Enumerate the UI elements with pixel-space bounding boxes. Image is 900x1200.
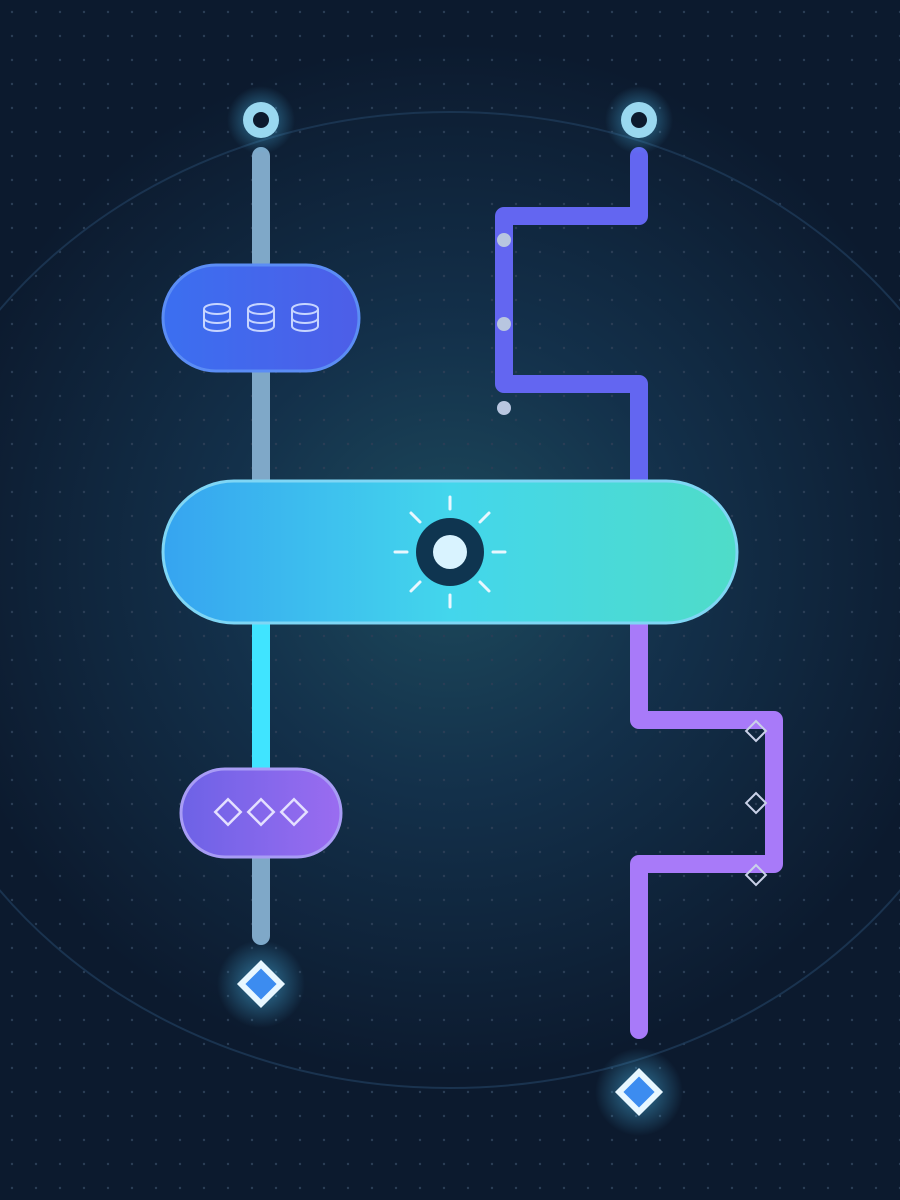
- diamond-icon: [279, 797, 309, 827]
- path-marker-dot: [497, 317, 511, 331]
- violet-path: [630, 615, 783, 1039]
- diamond-icon: [246, 797, 276, 827]
- database-icon: [203, 303, 231, 332]
- diamond-output-icon: [236, 959, 286, 1009]
- database-icon: [291, 303, 319, 332]
- diamond-output-icon: [614, 1067, 664, 1117]
- path-marker-dot: [497, 233, 511, 247]
- path-marker-dot: [497, 401, 511, 415]
- indigo-path: [495, 147, 648, 489]
- input-port-left[interactable]: [227, 86, 295, 154]
- orbit-ring: [0, 111, 900, 1089]
- diamond-icon: [213, 797, 243, 827]
- input-port-core: [253, 112, 269, 128]
- path-marker-diamond: [744, 863, 768, 887]
- central-hub[interactable]: [161, 479, 739, 625]
- database-node[interactable]: [161, 263, 361, 373]
- database-icon: [247, 303, 275, 332]
- indigo-path-markers: [497, 233, 511, 415]
- violet-path-markers: [744, 719, 768, 887]
- path-marker-diamond: [744, 791, 768, 815]
- input-port-core: [631, 112, 647, 128]
- input-port-right[interactable]: [605, 86, 673, 154]
- shape-node[interactable]: [179, 767, 343, 859]
- sun-icon: [393, 495, 507, 609]
- path-marker-diamond: [744, 719, 768, 743]
- output-endpoint-left[interactable]: [217, 940, 305, 1028]
- output-endpoint-right[interactable]: [595, 1048, 683, 1136]
